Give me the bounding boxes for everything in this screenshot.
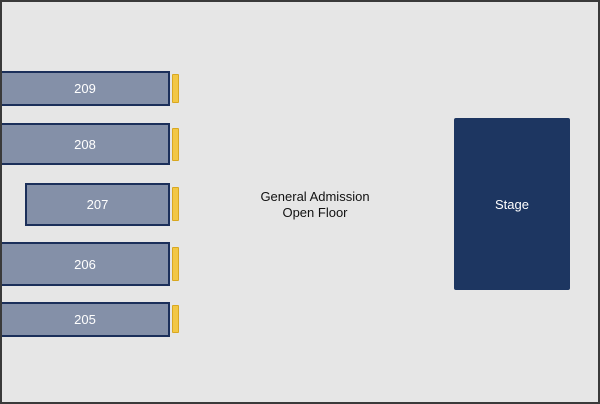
general-admission-floor[interactable]: General Admission Open Floor (245, 189, 385, 221)
stage: Stage (454, 118, 570, 290)
section-205[interactable]: 205 (2, 302, 170, 337)
section-label: 208 (74, 136, 96, 152)
stage-label: Stage (495, 196, 529, 212)
floor-label-line1: General Admission (260, 189, 370, 204)
section-206[interactable]: 206 (2, 242, 170, 286)
section-label: 206 (74, 256, 96, 272)
railing-209 (172, 74, 179, 103)
section-label: 205 (74, 312, 96, 327)
railing-208 (172, 128, 179, 161)
section-209[interactable]: 209 (2, 71, 170, 106)
section-label: 207 (86, 197, 109, 212)
section-label: 209 (74, 81, 96, 96)
railing-205 (172, 305, 179, 333)
floor-label-line2: Open Floor (282, 205, 348, 220)
section-207[interactable]: 207 (25, 183, 170, 226)
railing-206 (172, 247, 179, 281)
section-208[interactable]: 208 (2, 123, 170, 165)
railing-207 (172, 187, 179, 221)
